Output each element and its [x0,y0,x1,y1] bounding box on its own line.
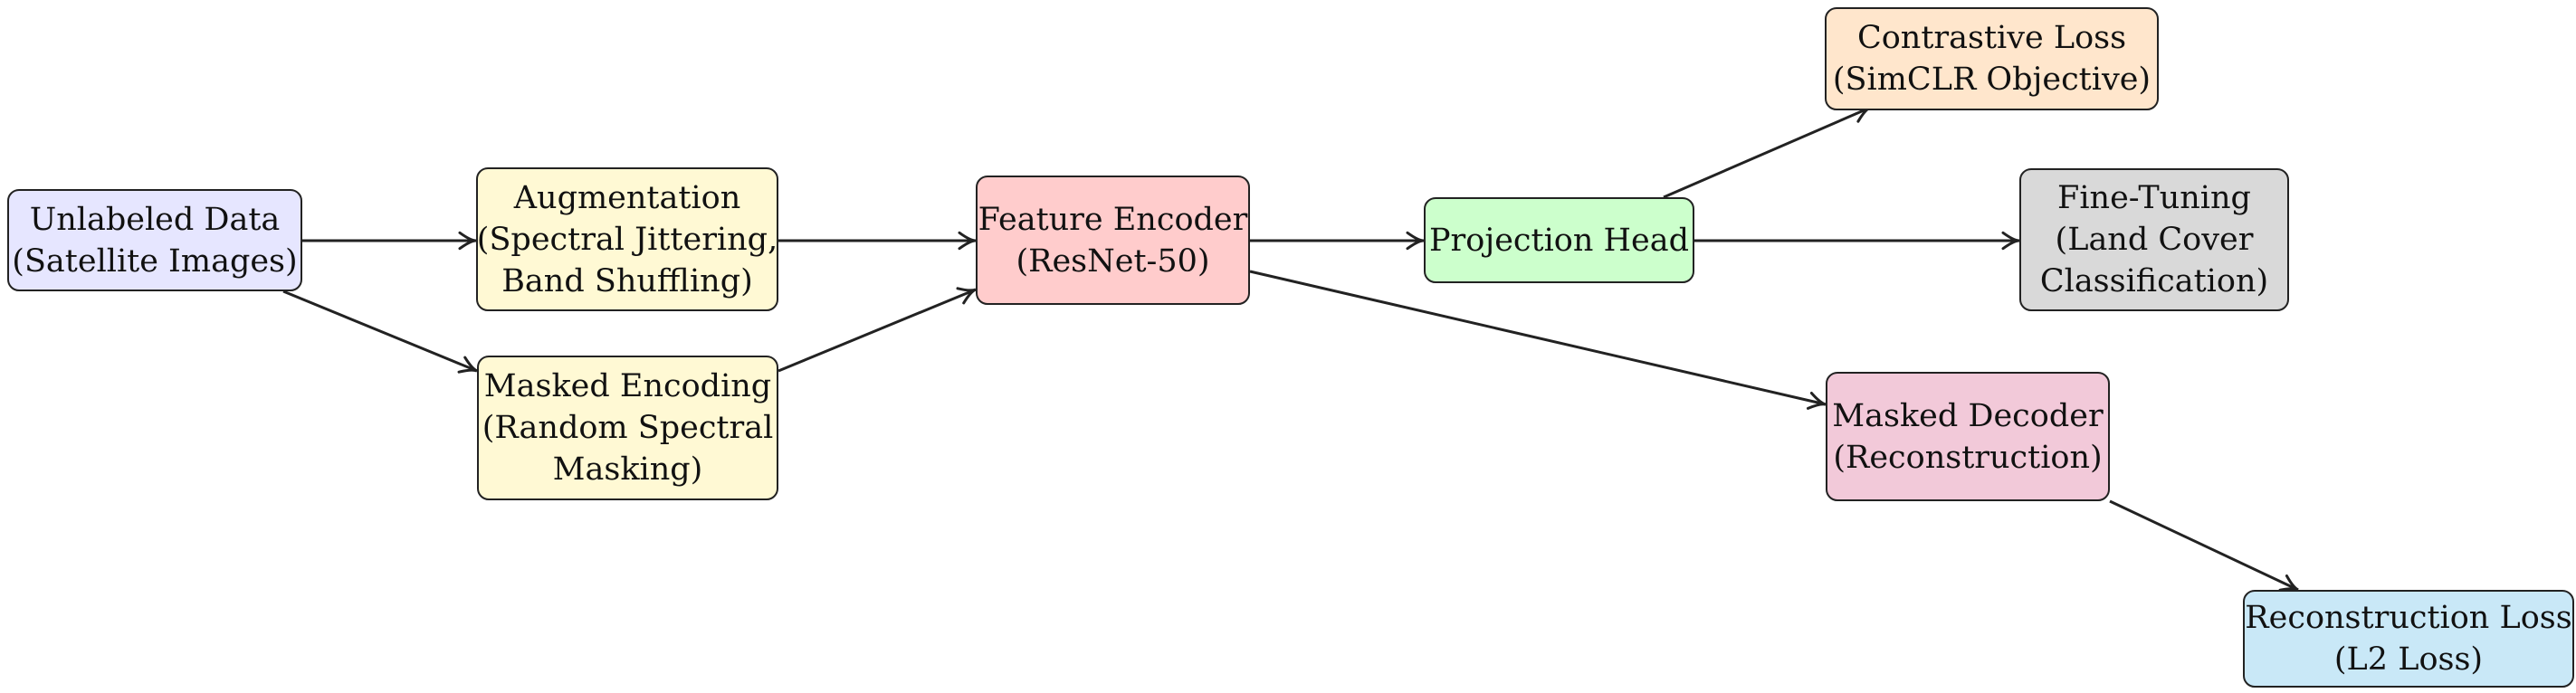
node-augmentation: Augmentation (Spectral Jittering, Band S… [476,167,778,311]
node-contrastive-loss-line-2: (SimCLR Objective) [1832,62,2151,98]
node-masked-encoding-line-1: Masked Encoding [483,368,772,404]
edge-masked-dec-to-recon-loss [2109,499,2299,592]
node-feature-encoder-line-2: (ResNet-50) [1016,242,1210,280]
node-projection-head-line-1: Projection Head [1428,222,1690,259]
node-reconstruction-loss-line-2: (L2 Loss) [2333,641,2484,678]
node-masked-decoder-line-2: (Reconstruction) [1833,439,2103,476]
edge-masked-enc-to-feature [778,288,977,373]
node-fine-tuning: Fine-Tuning (Land Cover Classification) [2019,168,2289,311]
node-fine-tuning-line-2: (Land Cover [2055,222,2254,258]
node-reconstruction-loss-line-1: Reconstruction Loss [2245,600,2572,636]
node-contrastive-loss-line-1: Contrastive Loss [1856,20,2127,56]
node-masked-decoder: Masked Decoder (Reconstruction) [1826,372,2110,501]
node-masked-encoding-line-3: Masking) [552,451,703,488]
node-unlabeled-line-2: (Satellite Images) [12,242,298,280]
node-projection-head: Projection Head [1424,197,1694,283]
node-masked-encoding-line-2: (Random Spectral [482,410,774,446]
node-augmentation-line-1: Augmentation [513,179,741,216]
edge-feature-to-masked-dec [1249,270,1827,406]
node-feature-encoder: Feature Encoder (ResNet-50) [976,176,1250,305]
node-augmentation-line-3: Band Shuffling) [501,262,753,299]
node-contrastive-loss: Contrastive Loss (SimCLR Objective) [1825,7,2159,110]
node-unlabeled-data: Unlabeled Data (Satellite Images) [7,189,302,291]
node-masked-decoder-line-1: Masked Decoder [1832,397,2104,434]
edge-projection-to-contrastive [1663,106,1871,199]
node-reconstruction-loss: Reconstruction Loss (L2 Loss) [2243,590,2574,688]
node-augmentation-line-2: (Spectral Jittering, [476,221,778,258]
node-masked-encoding: Masked Encoding (Random Spectral Masking… [477,356,778,500]
node-fine-tuning-line-3: Classification) [2039,263,2269,299]
edge-unlabeled-to-masked-enc [282,290,478,373]
node-unlabeled-line-1: Unlabeled Data [29,201,281,238]
node-fine-tuning-line-1: Fine-Tuning [2057,180,2251,216]
node-feature-encoder-line-1: Feature Encoder [978,201,1248,238]
